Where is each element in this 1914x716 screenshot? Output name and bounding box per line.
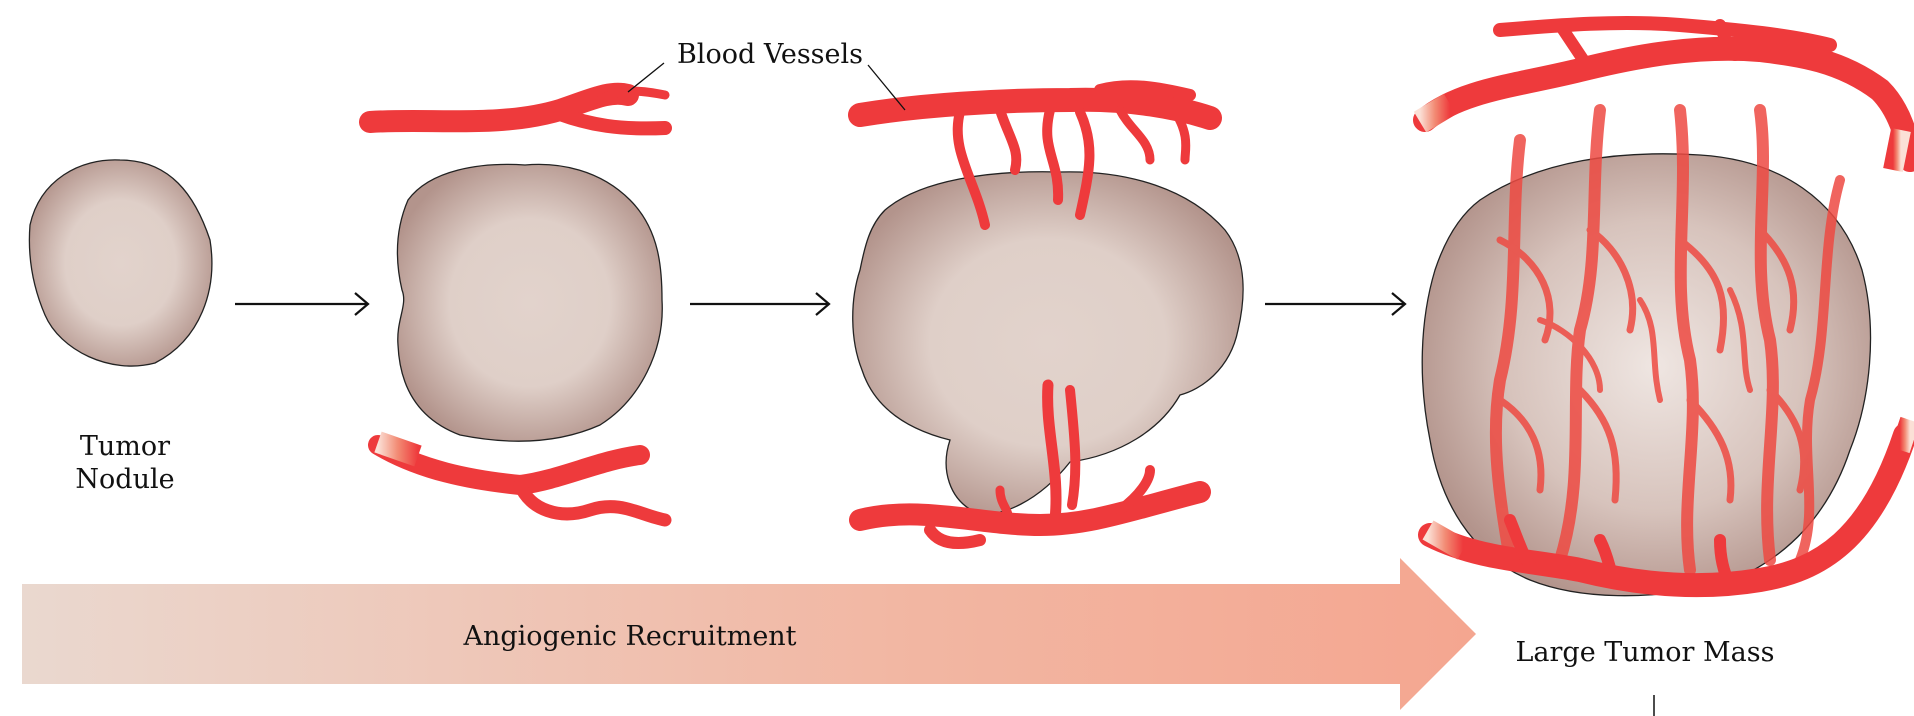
blood-vessels-label: Blood Vessels — [676, 39, 864, 70]
blood-vessel — [848, 80, 1222, 549]
blood-vessel — [1413, 15, 1914, 598]
tumor-nodule-label: Tumor Nodule — [45, 430, 205, 496]
angiogenic-recruitment-arrow — [22, 558, 1476, 710]
arrow-icon — [1265, 292, 1407, 316]
blood-vessel — [1413, 93, 1457, 133]
blood-vessel — [1883, 128, 1911, 172]
leader-line — [627, 62, 906, 111]
tumor-nodule — [28, 159, 213, 367]
tumor-nodule-label-line2: Nodule — [75, 464, 175, 495]
tumor-nodule-label-line1: Tumor — [79, 431, 171, 462]
tumor-growing — [396, 163, 663, 442]
tumor-vascularizing — [852, 171, 1244, 515]
arrow-icon — [235, 292, 370, 316]
angiogenic-recruitment-label: Angiogenic Recruitment — [463, 621, 797, 652]
blood-vessel — [1422, 520, 1469, 560]
blood-vessel — [359, 82, 672, 527]
large-tumor-mass-label: Large Tumor Mass — [1515, 637, 1775, 668]
arrow-icon — [690, 292, 831, 316]
blood-vessel — [1890, 416, 1914, 454]
blood-vessel-network — [1489, 104, 1845, 576]
